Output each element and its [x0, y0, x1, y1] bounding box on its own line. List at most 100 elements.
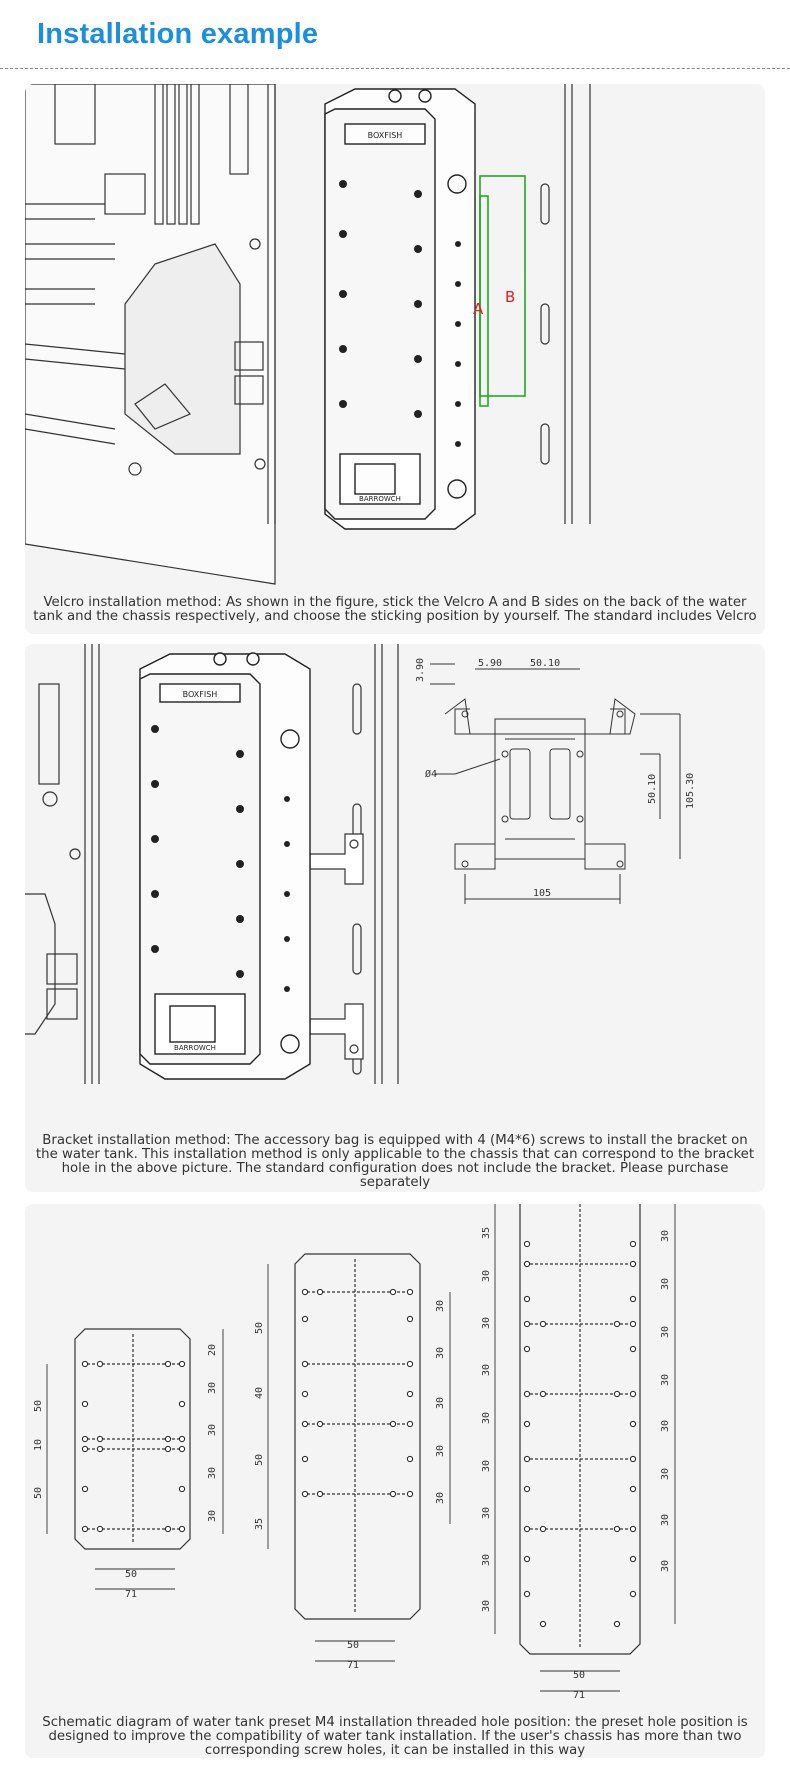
dim-5-90: 5.90: [478, 658, 502, 669]
mount-hole: [629, 1240, 637, 1248]
t3-left-3: 30: [481, 1364, 492, 1376]
t3-left-7: 30: [481, 1554, 492, 1566]
t3-left-0: 35: [481, 1227, 492, 1239]
t3-right-5: 30: [660, 1468, 671, 1480]
t1-bottom-1: 71: [125, 1589, 137, 1600]
mount-hole: [178, 1485, 186, 1493]
t3-left-2: 30: [481, 1317, 492, 1329]
t3-right-1: 30: [660, 1278, 671, 1290]
tank-brand-top: BOXFISH: [368, 131, 403, 140]
t3-left-5: 30: [481, 1460, 492, 1472]
mount-hole: [81, 1445, 89, 1453]
mount-hole: [523, 1320, 531, 1328]
mount-hole: [406, 1420, 414, 1428]
mount-hole: [81, 1360, 89, 1368]
mount-hole: [523, 1420, 531, 1428]
mount-hole: [613, 1320, 621, 1328]
mount-hole: [629, 1485, 637, 1493]
t3-left-8: 30: [481, 1600, 492, 1612]
velcro-label-b: B: [505, 288, 515, 306]
mount-hole: [178, 1525, 186, 1533]
t2-right-4: 30: [435, 1492, 446, 1504]
mount-hole: [164, 1525, 172, 1533]
mount-hole: [539, 1525, 547, 1533]
tank-brand-bottom: BARROWCH: [359, 495, 401, 503]
mount-hole: [178, 1400, 186, 1408]
t1-left-0: 50: [33, 1400, 44, 1412]
t1-bottom-0: 50: [125, 1569, 137, 1580]
t2-right-3: 30: [435, 1445, 446, 1457]
mount-hole: [523, 1260, 531, 1268]
velcro-panel: BOXFISH BARROWCH A B Velcro installation…: [25, 84, 765, 634]
mount-hole: [523, 1485, 531, 1493]
t3-right-6: 30: [660, 1514, 671, 1526]
mount-hole: [164, 1445, 172, 1453]
mount-hole: [301, 1315, 309, 1323]
mount-hole: [389, 1288, 397, 1296]
dim-105: 105: [533, 888, 551, 899]
mount-hole: [81, 1435, 89, 1443]
t1-right-3: 30: [207, 1467, 218, 1479]
mount-hole: [301, 1420, 309, 1428]
mount-hole: [523, 1295, 531, 1303]
t3-bottom-0: 50: [573, 1670, 585, 1681]
bracket-panel: BOXFISH BARROWCH: [25, 644, 765, 1192]
mount-hole: [96, 1525, 104, 1533]
t3-right-0: 30: [660, 1230, 671, 1242]
mount-hole: [629, 1555, 637, 1563]
mount-hole: [178, 1360, 186, 1368]
mount-hole: [301, 1360, 309, 1368]
mount-hole: [81, 1400, 89, 1408]
mount-hole: [613, 1525, 621, 1533]
t2-right-1: 30: [435, 1347, 446, 1359]
t1-right-2: 30: [207, 1424, 218, 1436]
mount-hole: [539, 1320, 547, 1328]
bracket-tank-brand-bottom: BARROWCH: [174, 1044, 216, 1052]
mount-hole: [523, 1590, 531, 1598]
mount-hole: [523, 1525, 531, 1533]
mount-hole: [301, 1490, 309, 1498]
bracket-caption: Bracket installation method: The accesso…: [35, 1133, 755, 1190]
mount-hole: [301, 1390, 309, 1398]
mount-hole: [629, 1295, 637, 1303]
t3-right-7: 30: [660, 1560, 671, 1572]
mount-hole: [629, 1420, 637, 1428]
mount-hole: [539, 1620, 547, 1628]
mount-hole: [316, 1288, 324, 1296]
velcro-caption: Velcro installation method: As shown in …: [33, 595, 757, 624]
mount-hole: [523, 1455, 531, 1463]
mount-hole: [406, 1288, 414, 1296]
mount-hole: [629, 1390, 637, 1398]
mount-hole: [523, 1345, 531, 1353]
mount-hole: [523, 1555, 531, 1563]
t3-right-2: 30: [660, 1326, 671, 1338]
mount-hole: [164, 1360, 172, 1368]
mount-hole: [629, 1320, 637, 1328]
t3-left-4: 30: [481, 1412, 492, 1424]
mount-hole: [629, 1455, 637, 1463]
t1-right-4: 30: [207, 1510, 218, 1522]
bracket-tank-brand-top: BOXFISH: [183, 690, 218, 699]
t3-bottom-1: 71: [573, 1690, 585, 1701]
mount-hole: [164, 1435, 172, 1443]
mount-hole: [178, 1435, 186, 1443]
mount-hole: [406, 1360, 414, 1368]
t2-left-0: 50: [254, 1322, 265, 1334]
mount-hole: [523, 1240, 531, 1248]
t3-left-6: 30: [481, 1507, 492, 1519]
mount-hole: [406, 1390, 414, 1398]
mount-hole: [406, 1490, 414, 1498]
t2-bottom-0: 50: [347, 1640, 359, 1651]
dim-50-10-top: 50.10: [530, 658, 560, 669]
mount-hole: [629, 1260, 637, 1268]
dim-diameter-4: Ø4: [425, 768, 437, 780]
mount-hole: [613, 1390, 621, 1398]
mount-hole: [316, 1490, 324, 1498]
mount-hole: [96, 1445, 104, 1453]
hole-schematic-caption: Schematic diagram of water tank preset M…: [42, 1715, 748, 1758]
mount-hole: [316, 1420, 324, 1428]
mount-hole: [539, 1390, 547, 1398]
bracket-illustration: BOXFISH BARROWCH: [25, 644, 696, 1084]
t1-left-1: 10: [33, 1439, 44, 1451]
dim-50-10-side: 50.10: [647, 774, 658, 804]
